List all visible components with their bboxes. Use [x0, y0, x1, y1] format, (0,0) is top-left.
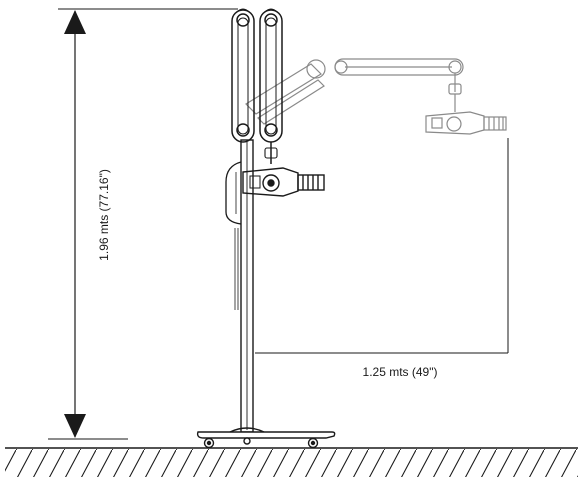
xray-tube-head — [242, 167, 325, 197]
floor — [5, 447, 578, 477]
reach-dimension — [255, 138, 509, 354]
folded-arm — [231, 8, 283, 164]
height-arrow-top — [64, 10, 86, 34]
extended-arm-ghost — [245, 58, 507, 135]
height-dimension-label: 1.96 mts (77.16") — [97, 169, 111, 261]
mobile-base — [196, 427, 336, 449]
control-box — [225, 161, 242, 310]
reach-dimension-label: 1.25 mts (49") — [363, 365, 438, 379]
caster-middle — [243, 437, 251, 445]
height-dimension — [48, 8, 238, 440]
height-arrow-bottom — [64, 414, 86, 438]
